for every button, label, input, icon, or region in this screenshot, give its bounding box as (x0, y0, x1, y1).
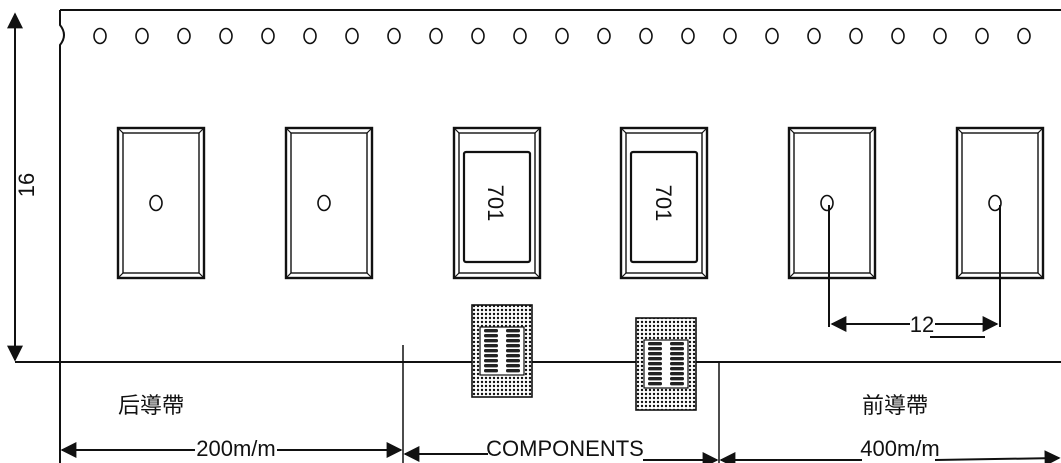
sprocket-hole-icon (1017, 27, 1031, 45)
pocket-5 (787, 126, 877, 280)
pocket-inner-wall (625, 132, 703, 274)
sprocket-hole-icon (177, 27, 191, 45)
pocket-center-hole-icon (988, 194, 1002, 212)
sprocket-hole-row (93, 27, 1031, 45)
carrier-tape-outline (15, 9, 1061, 463)
sprocket-hole-icon (429, 27, 443, 45)
pocket-inner-wall (793, 132, 871, 274)
pocket-4 (619, 126, 709, 280)
pocket-inner-wall (458, 132, 536, 274)
sprocket-hole-icon (933, 27, 947, 45)
components-label: COMPONENTS (486, 436, 644, 461)
pocket-3 (452, 126, 542, 280)
pocket-inner-wall (290, 132, 368, 274)
sprocket-hole-icon (471, 27, 485, 45)
sprocket-hole-icon (555, 27, 569, 45)
chip-component (462, 150, 532, 264)
tape-width-dimension: 16 (7, 12, 39, 362)
pocket-pitch-dimension (828, 205, 1001, 338)
pocket-center-hole-icon (149, 194, 163, 212)
pocket-inner-wall (122, 132, 200, 274)
loose-components (471, 304, 697, 411)
sprocket-hole-icon (513, 27, 527, 45)
pocket-4-marking: 701 (651, 185, 676, 222)
sprocket-hole-icon (849, 27, 863, 45)
smd-coil-icon (635, 317, 697, 411)
sprocket-hole-icon (345, 27, 359, 45)
sprocket-hole-icon (93, 27, 107, 45)
section-length-arrows (60, 442, 1061, 463)
sprocket-hole-icon (597, 27, 611, 45)
trailer-label: 后導帶 (118, 394, 184, 419)
pocket-center-hole-icon (317, 194, 331, 212)
pocket-2 (284, 126, 374, 280)
tape-width-label: 16 (14, 173, 39, 197)
pocket-3-marking: 701 (483, 185, 508, 222)
leader-label: 前導帶 (862, 394, 928, 419)
sprocket-hole-icon (681, 27, 695, 45)
sprocket-hole-icon (387, 27, 401, 45)
pocket-1 (116, 126, 206, 280)
pocket-outline (284, 126, 374, 280)
trailer-length: 200m/m (196, 436, 275, 461)
pocket-center-hole-icon (820, 194, 834, 212)
sprocket-hole-icon (261, 27, 275, 45)
sprocket-hole-icon (303, 27, 317, 45)
pocket-outline (787, 126, 877, 280)
pocket-row (116, 126, 1045, 280)
pocket-pitch-label: 12 (910, 312, 934, 337)
sprocket-hole-icon (219, 27, 233, 45)
sprocket-hole-icon (807, 27, 821, 45)
sprocket-hole-icon (135, 27, 149, 45)
sprocket-hole-icon (765, 27, 779, 45)
smd-coil-icon (471, 304, 533, 398)
section-boundaries (402, 345, 720, 463)
sprocket-hole-icon (975, 27, 989, 45)
chip-component (629, 150, 699, 264)
sprocket-hole-icon (723, 27, 737, 45)
pocket-outline (116, 126, 206, 280)
sprocket-hole-icon (639, 27, 653, 45)
leader-length: 400m/m (860, 436, 939, 461)
sprocket-hole-icon (891, 27, 905, 45)
